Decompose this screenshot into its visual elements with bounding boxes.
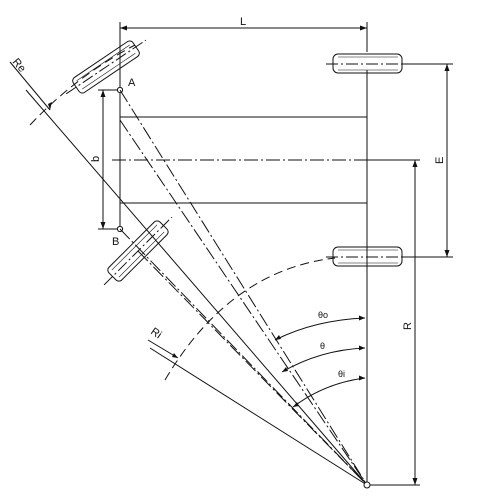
angle-arc-theta0: [274, 317, 366, 341]
rear-wheel-bottom: [326, 246, 408, 267]
angle-arc-thetai: [292, 377, 366, 408]
dimension-L: [119, 22, 368, 90]
turning-center: [363, 481, 371, 489]
label-thetai: θi: [338, 369, 345, 379]
turning-radius-lines: [25, 89, 368, 486]
label-theta0: θo: [318, 310, 328, 320]
front-wheel-outer: [65, 39, 147, 95]
dimension-E: [402, 63, 453, 258]
label-B: B: [112, 236, 119, 248]
label-E: E: [434, 157, 446, 164]
label-L: L: [240, 16, 246, 28]
rear-wheel-arc: [164, 257, 336, 381]
label-b: b: [90, 156, 102, 162]
label-theta: θ: [320, 341, 325, 351]
label-Ri: Ri: [148, 326, 163, 342]
dimension-R: [367, 159, 420, 486]
angle-arc-theta: [281, 347, 366, 373]
radius-Ri-marker: [147, 339, 179, 359]
label-R: R: [402, 322, 414, 330]
label-A: A: [128, 77, 136, 89]
vehicle-frame: [119, 70, 368, 485]
dimension-b: [98, 89, 120, 230]
rear-wheel-top: [326, 53, 408, 74]
label-Re: Re: [10, 56, 28, 74]
